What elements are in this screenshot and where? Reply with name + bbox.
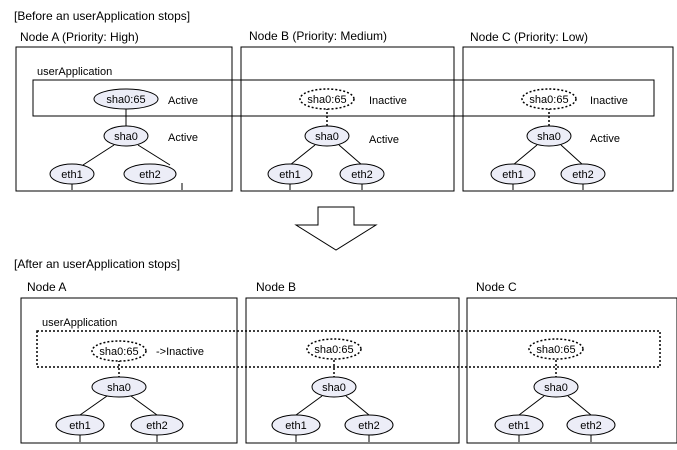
after-node-b-title: Node B	[256, 280, 296, 294]
after-b-sha-ellipse	[311, 376, 357, 398]
after-c-eth2-ellipse	[566, 414, 616, 436]
before-c-vip-status: Inactive	[590, 95, 628, 107]
after-a-eth2-label: eth2	[146, 420, 167, 432]
after-b-sha-label: sha0	[322, 382, 346, 394]
transition-arrow	[294, 206, 378, 251]
after-node-a-tree: sha0:65 ->Inactive sha0 eth1 eth2	[55, 340, 204, 442]
before-a-vip-status: Active	[168, 95, 198, 107]
after-node-b-tree: sha0:65 sha0 eth1 eth2	[271, 338, 394, 442]
after-a-eth1-ellipse	[55, 414, 105, 436]
before-b-vip-status: Inactive	[369, 95, 407, 107]
after-a-sha-ellipse	[91, 376, 147, 398]
before-app-box	[32, 79, 655, 117]
before-node-c-box	[462, 46, 674, 192]
after-b-eth2-ellipse	[344, 414, 394, 436]
before-node-b-box	[240, 46, 455, 192]
after-b-vip-label: sha0:65	[314, 344, 353, 356]
before-b-sha-label: sha0	[315, 131, 339, 143]
after-c-eth1-label: eth1	[508, 420, 529, 432]
after-b-eth1-ellipse	[271, 414, 321, 436]
before-b-sha-status: Active	[369, 134, 399, 146]
before-a-sha-ellipse	[103, 125, 149, 147]
after-app-label: userApplication	[42, 317, 117, 329]
before-caption: [Before an userApplication stops]	[14, 9, 190, 23]
before-node-a-box	[15, 46, 233, 192]
after-a-eth2-ellipse	[130, 414, 184, 436]
after-a-vip-ellipse	[91, 340, 147, 362]
before-b-sha-ellipse	[304, 125, 350, 147]
before-b-vip-ellipse	[299, 88, 355, 110]
before-app-label: userApplication	[37, 66, 112, 78]
after-node-b-box	[245, 297, 460, 444]
after-c-eth2-label: eth2	[580, 420, 601, 432]
after-c-sha-label: sha0	[544, 382, 568, 394]
after-b-eth1-label: eth1	[285, 420, 306, 432]
after-a-sha-label: sha0	[107, 382, 131, 394]
before-a-eth2-ellipse	[123, 163, 177, 185]
before-a-sha-label: sha0	[114, 131, 138, 143]
before-c-sha-status: Active	[590, 133, 620, 145]
before-node-a-tree: sha0:65 Active sha0 Active eth1 eth2	[49, 88, 198, 190]
before-a-eth2-label: eth2	[139, 169, 160, 181]
before-a-vip-label: sha0:65	[106, 94, 145, 106]
before-node-b-tree: sha0:65 Inactive sha0 Active eth1 eth2	[267, 88, 407, 190]
before-c-vip-label: sha0:65	[529, 94, 568, 106]
after-b-eth2-label: eth2	[358, 420, 379, 432]
before-c-eth2-label: eth2	[572, 169, 593, 181]
before-node-c-title: Node C (Priority: Low)	[470, 30, 588, 44]
before-b-eth1-ellipse	[267, 163, 313, 185]
before-c-sha-ellipse	[526, 125, 572, 147]
after-node-a-box	[20, 297, 238, 444]
before-a-sha-status: Active	[168, 132, 198, 144]
before-c-sha-label: sha0	[537, 131, 561, 143]
svg-text:Node A (Priority: High): Node A (Priority: High)	[20, 30, 139, 44]
after-a-vip-status: ->Inactive	[156, 346, 204, 358]
after-b-vip-ellipse	[306, 338, 362, 360]
before-c-eth1-ellipse	[490, 163, 536, 185]
before-b-eth2-label: eth2	[351, 169, 372, 181]
after-a-eth1-label: eth1	[69, 420, 90, 432]
after-c-eth1-ellipse	[494, 414, 544, 436]
before-node-a-title: Node A (Priority: High)	[20, 30, 139, 44]
after-c-vip-ellipse	[528, 338, 584, 360]
before-c-vip-ellipse	[521, 88, 577, 110]
before-c-eth2-ellipse	[560, 163, 606, 185]
after-node-c-title: Node C	[476, 280, 517, 294]
before-c-eth1-label: eth1	[502, 169, 523, 181]
after-c-vip-label: sha0:65	[536, 344, 575, 356]
after-node-c-box	[466, 297, 677, 444]
after-c-sha-ellipse	[533, 376, 579, 398]
after-node-a-title: Node A	[27, 280, 66, 294]
before-node-b-title: Node B (Priority: Medium)	[249, 29, 387, 43]
after-app-box	[36, 330, 661, 368]
before-a-vip-ellipse	[93, 88, 159, 110]
before-a-eth1-ellipse	[49, 163, 95, 185]
before-b-eth1-label: eth1	[279, 169, 300, 181]
before-a-eth1-label: eth1	[61, 169, 82, 181]
before-node-c-tree: sha0:65 Inactive sha0 Active eth1 eth2	[490, 88, 628, 190]
before-b-eth2-ellipse	[339, 163, 385, 185]
after-caption: [After an userApplication stops]	[14, 257, 180, 271]
after-node-c-tree: sha0:65 sha0 eth1 eth2	[494, 338, 616, 442]
before-b-vip-label: sha0:65	[307, 94, 346, 106]
after-a-vip-label: sha0:65	[99, 346, 138, 358]
